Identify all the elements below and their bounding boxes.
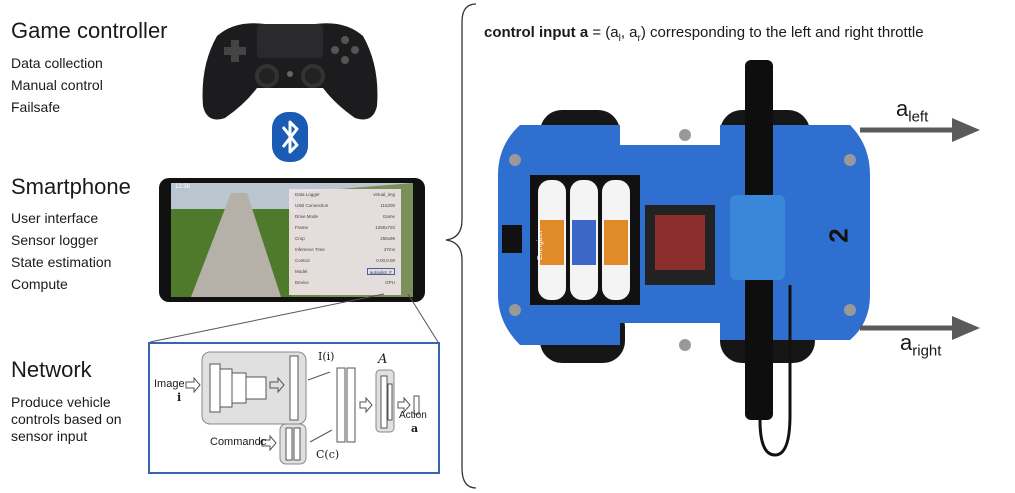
arrow-left-main: a (896, 96, 909, 121)
phone-settings-label: Model (295, 269, 308, 274)
zoom-connector (149, 293, 439, 343)
smartphone-title: Smartphone (11, 174, 131, 199)
status-time: 12:38 (175, 184, 191, 190)
arrow-left-label: aleft (896, 96, 928, 125)
network-title: Network (11, 357, 92, 382)
phone-settings-row: USB Connection 115200 (289, 200, 401, 211)
smartphone-item: Sensor logger (11, 232, 99, 248)
game-controller-item: Manual control (11, 77, 103, 93)
phone-settings-value: 1280x720 (375, 225, 395, 230)
arrow-right-sub: right (912, 342, 942, 360)
phone-settings-label: Control (295, 258, 310, 263)
arrow-right-head (952, 316, 980, 340)
network-diagram: Image i Command c I(i) C(c) A Action a (148, 342, 440, 474)
action-label: Action (399, 410, 427, 421)
phone-settings-value: 115200 (380, 203, 395, 208)
arrow-right-label: aright (900, 330, 941, 359)
phone-settings-row: Drive Mode Game (289, 211, 401, 222)
phone-settings-row: Crop 256x96 (289, 233, 401, 244)
arrow-right-main: a (900, 330, 913, 355)
arrow-left-sub: left (908, 108, 929, 126)
phone-settings-label: Drive Mode (295, 214, 319, 219)
throttle-arrows (860, 118, 980, 340)
game-controller-title: Game controller (11, 18, 168, 43)
phone-settings-label: Device (295, 280, 309, 285)
network-description-line: sensor input (11, 428, 88, 444)
i-function-label: I(i) (318, 350, 335, 363)
phone-settings-label: USB Connection (295, 203, 329, 208)
curly-brace (445, 3, 477, 489)
c-function-label: C(c) (316, 448, 340, 461)
phone-settings-row: Inference Time 27ms (289, 244, 401, 255)
phone-settings-row: Device GPU (289, 277, 401, 288)
phone-settings-label: Frame (295, 225, 309, 230)
image-label: Image (154, 378, 185, 390)
phone-settings-row: Frame 1280x720 (289, 222, 401, 233)
phone-settings-value: virtual_img (373, 192, 395, 197)
headline-part: = (a (588, 24, 619, 41)
battery-label: Energizer (537, 230, 544, 260)
phone-settings-row: Control 0.00,0.00 (289, 255, 401, 266)
arrow-left-head (952, 118, 980, 142)
image-symbol: i (177, 391, 182, 404)
headline-bold: control input a (484, 24, 589, 41)
action-symbol: a (411, 422, 419, 435)
smartphone-item: State estimation (11, 254, 112, 270)
headline-part: , a (620, 24, 638, 41)
phone-settings-label: Inference Time (295, 247, 325, 252)
phone-settings-value: GPU (385, 280, 395, 285)
smartphone-item: Compute (11, 276, 68, 292)
car-number: 2 (823, 228, 854, 243)
a-module-label: A (378, 352, 388, 367)
bluetooth-icon (272, 112, 308, 162)
phone-settings-row: Model autopilot_F (289, 266, 401, 277)
headline-sub-r: r (637, 33, 641, 44)
smartphone-item: User interface (11, 210, 99, 226)
game-controller-item: Failsafe (11, 99, 61, 115)
network-description-line: Produce vehicle (11, 394, 111, 410)
phone-settings-label: Data Logger (295, 192, 320, 197)
phone-settings-value: autopilot_F (366, 268, 395, 275)
command-label: Command (210, 436, 261, 448)
phone-settings-value: Game (382, 214, 395, 219)
headline-sub-l: l (618, 33, 621, 44)
headline-part: ) corresponding to the left and right th… (640, 24, 924, 41)
gamepad-icon (202, 23, 378, 120)
network-description-line: controls based on (11, 411, 122, 427)
phone-settings-label: Crop (295, 236, 305, 241)
phone-settings-value: 0.00,0.00 (376, 258, 395, 263)
network-diagram-svg (185, 351, 420, 465)
control-input-headline: control input a = (al, ar) corresponding… (484, 24, 924, 44)
smartphone-items: User interface Sensor logger State estim… (11, 207, 111, 295)
robot-car-image (498, 60, 870, 457)
command-symbol: c (260, 435, 267, 448)
game-controller-item: Data collection (11, 55, 103, 71)
phone-settings-value: 27ms (383, 247, 395, 252)
game-controller-items: Data collection Manual control Failsafe (11, 52, 103, 118)
network-description: Produce vehicle controls based on sensor… (11, 394, 122, 445)
phone-settings-value: 256x96 (380, 236, 395, 241)
phone-settings-row: Data Logger virtual_img (289, 189, 401, 200)
